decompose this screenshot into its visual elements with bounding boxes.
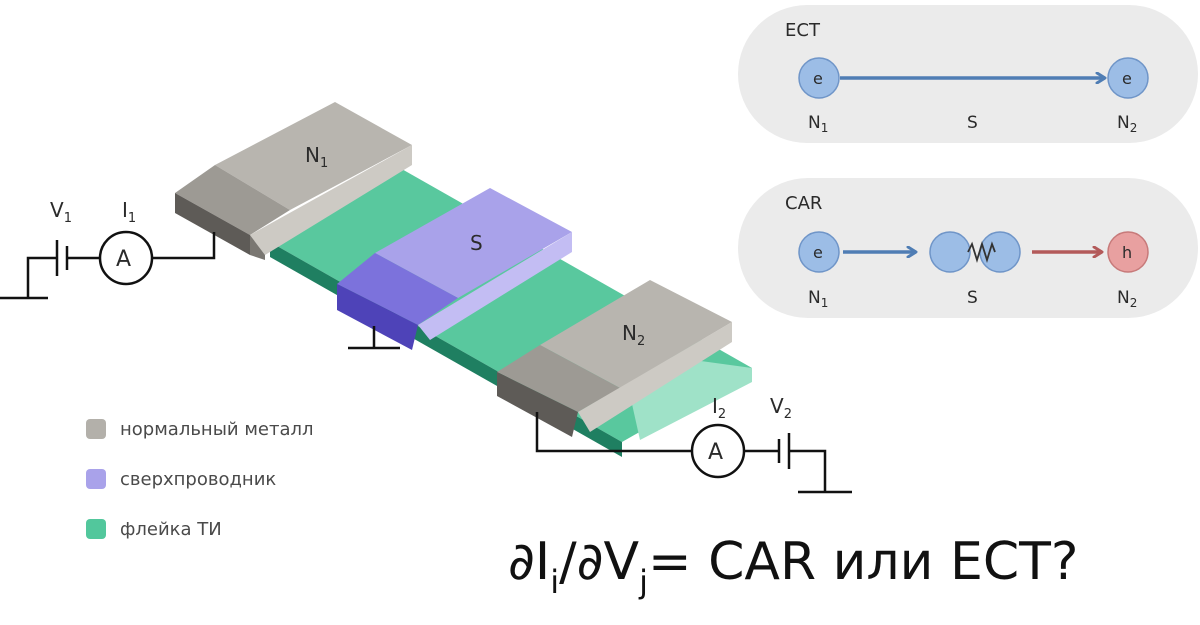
s-label: S <box>470 231 483 255</box>
electron-left-icon <box>798 57 840 99</box>
ammeter-right-symbol: A <box>708 440 723 465</box>
legend-label: флейка ТИ <box>120 518 222 540</box>
legend-item-superconductor: сверхпроводник <box>86 466 314 492</box>
cooper-pair-left-icon <box>929 231 971 273</box>
left-circuit <box>0 230 216 300</box>
car-n2-label: N2 <box>1117 288 1137 310</box>
legend: нормальный металл сверхпроводник флейка … <box>86 416 314 566</box>
ect-n1-label: N1 <box>808 113 828 135</box>
v1-label: V1 <box>50 198 72 226</box>
car-title: CAR <box>785 193 822 214</box>
car-right-particle: h <box>1122 243 1132 262</box>
electron-icon <box>798 231 840 273</box>
right-circuit <box>535 412 852 494</box>
formula: ∂Ii/∂Vj= CAR или ECT? <box>508 532 1079 601</box>
n1-electrode <box>175 102 412 260</box>
legend-swatch <box>86 419 106 439</box>
left-wire <box>26 256 57 298</box>
ammeter-left-symbol: A <box>116 247 131 272</box>
ect-right-particle: e <box>1122 69 1132 88</box>
s-electrode <box>337 188 572 350</box>
i1-label: I1 <box>122 198 136 226</box>
n2-electrode <box>497 280 732 437</box>
legend-item-normal-metal: нормальный металл <box>86 416 314 442</box>
ect-s-label: S <box>967 113 978 133</box>
cooper-pair-right-icon <box>979 231 1021 273</box>
legend-item-ti-flake: флейка ТИ <box>86 516 314 542</box>
ect-title: ECT <box>785 20 821 41</box>
pair-spring-icon <box>967 240 996 264</box>
n1-label: N1 <box>305 143 328 171</box>
legend-label: нормальный металл <box>120 418 314 440</box>
car-s-label: S <box>967 288 978 308</box>
electron-right-icon <box>1107 57 1149 99</box>
ect-panel: ECT e e N1 S N2 <box>738 5 1198 143</box>
legend-swatch <box>86 519 106 539</box>
s-ground <box>348 326 400 350</box>
hole-icon <box>1107 231 1149 273</box>
car-left-particle: e <box>813 243 823 262</box>
car-panel: CAR e h N1 S N2 <box>738 178 1198 318</box>
ect-n2-label: N2 <box>1117 113 1137 135</box>
n2-label: N2 <box>622 321 645 349</box>
ect-left-particle: e <box>813 69 823 88</box>
v2-label: V2 <box>770 394 792 422</box>
legend-swatch <box>86 469 106 489</box>
legend-label: сверхпроводник <box>120 468 277 490</box>
car-n1-label: N1 <box>808 288 828 310</box>
i2-label: I2 <box>712 394 726 422</box>
